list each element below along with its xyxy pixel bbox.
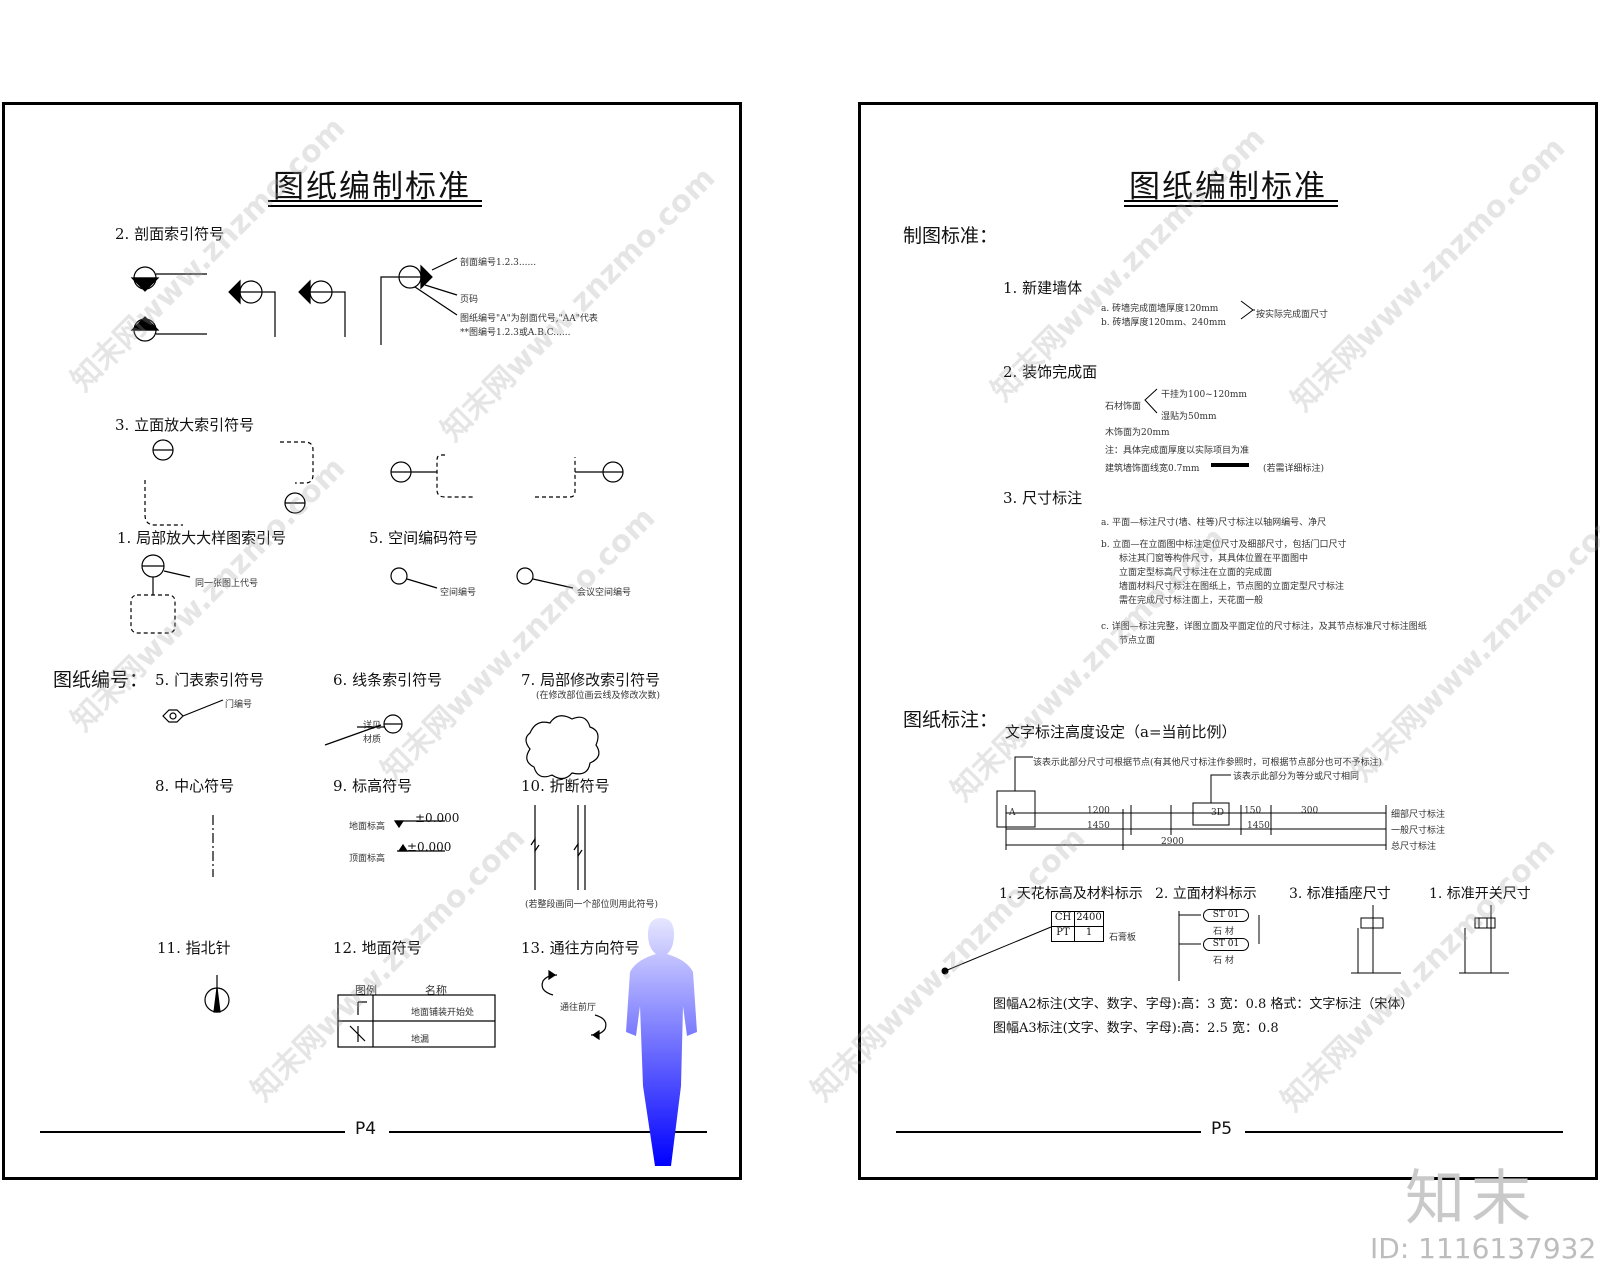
page-number: P5 bbox=[1211, 1119, 1233, 1139]
heading-revision-index: 7. 局部修改索引符号 bbox=[521, 671, 661, 689]
note-same-drawing: 同一张图上代号 bbox=[195, 579, 259, 589]
note-dim-b2: 标注其门窗等构件尺寸，其具体位置在平面图中 bbox=[1119, 554, 1309, 564]
symbols-drawing-left bbox=[130, 257, 697, 1166]
note-dim-c2: 节点立面 bbox=[1119, 636, 1156, 646]
note-wall-b: b. 砖墙厚度120mm、240mm bbox=[1101, 318, 1226, 328]
item-finish-surface: 2. 装饰完成面 bbox=[1003, 363, 1098, 381]
note-a3-size: 图幅A3标注(文字、数字、字母):高：2.5 宽：0.8 bbox=[993, 1021, 1279, 1036]
heading-door-index: 5. 门表索引符号 bbox=[155, 671, 265, 689]
heading-north-arrow: 11. 指北针 bbox=[157, 939, 231, 957]
footer-rule-right bbox=[1245, 1131, 1563, 1133]
elevation-tag-2: ST 01 bbox=[1203, 938, 1249, 951]
dim-note-top-1: 该表示此部分尺寸可根据节点(有其他尺寸标注作参照时，可根据节点部分也可不予标注) bbox=[1033, 758, 1383, 768]
symbol-heading-elevation: 2. 立面材料标示 bbox=[1155, 886, 1257, 902]
symbol-heading-socket: 3. 标准插座尺寸 bbox=[1289, 886, 1391, 902]
note-dim-b5: 需在完成尺寸标注面上，天花面一般 bbox=[1119, 596, 1264, 606]
note-drawing-no: 图纸编号"A"为剖面代号,"AA"代表 bbox=[460, 314, 598, 324]
note-wall-a: a. 砖墙完成面墙厚度120mm bbox=[1101, 304, 1219, 314]
heading-drawing-no: 图纸编号： bbox=[53, 669, 149, 691]
sheet-title: 图纸编制标准 bbox=[1129, 169, 1327, 205]
heading-detail-index: 1. 局部放大大样图索引号 bbox=[117, 529, 287, 547]
heading-drafting-standard: 制图标准： bbox=[903, 225, 999, 247]
elevation-tag-1: ST 01 bbox=[1203, 909, 1249, 922]
note-dim-c: c. 详图—标注完整，详图立面及平面定位的尺寸标注，及其节点标准尺寸标注图纸 bbox=[1101, 622, 1427, 632]
note-section-no: 剖面编号1.2.3...... bbox=[460, 258, 537, 268]
drawing-sheet-p4: 图纸编制标准 2. 剖面索引符号 剖面编号1.2.3...... 页码 图纸编号… bbox=[2, 102, 742, 1180]
note-finish-a1: 干挂为100~120mm bbox=[1161, 390, 1247, 400]
note-line-material: 材质 bbox=[363, 735, 382, 745]
note-space-no-2: 会议空间编号 bbox=[577, 588, 632, 598]
note-revision: (在修改部位画云线及修改次数) bbox=[536, 691, 661, 701]
symbols-drawing-right bbox=[941, 300, 1509, 981]
dim-value-5: 300 bbox=[1301, 806, 1319, 816]
sheet-title: 图纸编制标准 bbox=[273, 169, 471, 205]
note-finish-d: 建筑墙饰面线宽0.7mm bbox=[1105, 464, 1200, 474]
dim-note-total: 总尺寸标注 bbox=[1391, 842, 1437, 852]
item-new-wall: 1. 新建墙体 bbox=[1003, 279, 1083, 297]
drawing-sheet-p5: 图纸编制标准 制图标准： 1. 新建墙体 a. 砖墙完成面墙厚度120mm b.… bbox=[858, 102, 1598, 1180]
symbol-heading-ceiling: 1. 天花标高及材料标示 bbox=[999, 886, 1143, 902]
heading-space-code: 5. 空间编码符号 bbox=[369, 529, 479, 547]
dim-value-4: 150 bbox=[1244, 806, 1262, 816]
title-underline bbox=[268, 200, 482, 202]
heading-level-symbol: 9. 标高符号 bbox=[333, 777, 413, 795]
note-finish-c: 注：具体完成面厚度以实际项目为准 bbox=[1105, 446, 1250, 456]
heading-section-index: 2. 剖面索引符号 bbox=[115, 225, 225, 243]
note-break: (若整段画同一个部位则用此符号) bbox=[525, 900, 659, 910]
title-underline bbox=[1124, 200, 1338, 202]
title-underline-2 bbox=[268, 205, 482, 207]
note-drawing-no-2: **图编号1.2.3或A.B.C...... bbox=[460, 328, 571, 338]
dim-note-general: 一般尺寸标注 bbox=[1391, 826, 1446, 836]
ceiling-note: 石膏板 bbox=[1109, 933, 1137, 943]
note-ceiling-level: 顶面标高 bbox=[349, 854, 386, 864]
floor-table-row-2: 地漏 bbox=[411, 1035, 430, 1045]
note-dim-b: b. 立面—在立面图中标注定位尺寸及细部尺寸，包括门口尺寸 bbox=[1101, 540, 1347, 550]
footer-rule-right bbox=[389, 1131, 707, 1133]
note-dim-b4: 墙面材料尺寸标注在图纸上，节点图的立面定型尺寸标注 bbox=[1119, 582, 1345, 592]
dim-value-6: 1450 bbox=[1247, 821, 1270, 831]
footer-rule-left bbox=[896, 1131, 1201, 1133]
note-door-no: 门编号 bbox=[225, 700, 253, 710]
note-finish-a2: 湿贴为50mm bbox=[1161, 412, 1217, 422]
note-finish-d2: (若需详细标注) bbox=[1263, 464, 1325, 474]
heading-direction-symbol: 13. 通往方向符号 bbox=[521, 939, 640, 957]
heading-line-index: 6. 线条索引符号 bbox=[333, 671, 443, 689]
heading-elevation-index: 3. 立面放大索引符号 bbox=[115, 416, 255, 434]
note-finish-b: 木饰面为20mm bbox=[1105, 428, 1170, 438]
footer-rule-left bbox=[40, 1131, 345, 1133]
symbol-heading-switch: 1. 标准开关尺寸 bbox=[1429, 886, 1531, 902]
item-dimension: 3. 尺寸标注 bbox=[1003, 489, 1083, 507]
elevation-tag-2-material: 石 材 bbox=[1213, 956, 1234, 966]
heading-drawing-label: 图纸标注： bbox=[903, 709, 999, 731]
note-dim-a: a. 平面—标注尺寸(墙、柱等)尺寸标注以轴网编号、净尺 bbox=[1101, 518, 1327, 528]
title-underline-2 bbox=[1124, 205, 1338, 207]
floor-table-header-2: 名称 bbox=[425, 984, 447, 997]
floor-table-row-1: 地面铺装开始处 bbox=[411, 1008, 475, 1018]
note-wall-right: 按实际完成面尺寸 bbox=[1256, 310, 1329, 320]
dim-value-3: 2900 bbox=[1161, 837, 1184, 847]
note-space-no: 空间编号 bbox=[440, 588, 477, 598]
heading-break-symbol: 10. 折断符号 bbox=[521, 777, 610, 795]
note-finish-a: 石材饰面 bbox=[1105, 402, 1142, 412]
dim-value-1: 1200 bbox=[1087, 806, 1110, 816]
page-number: P4 bbox=[355, 1119, 377, 1139]
floor-table-header-1: 图例 bbox=[355, 984, 377, 997]
dim-value-2: 1450 bbox=[1087, 821, 1110, 831]
brand-logo: 知末 bbox=[1405, 1164, 1537, 1234]
note-direction: 通往前厅 bbox=[560, 1003, 597, 1013]
note-line-detail: 详见 bbox=[363, 721, 382, 731]
elevation-tag-1-material: 石 材 bbox=[1213, 927, 1234, 937]
note-dim-b3: 立面定型标高尺寸标注在立面的完成面 bbox=[1119, 568, 1273, 578]
note-a2-size: 图幅A2标注(文字、数字、字母):高：3 宽：0.8 格式：文字标注（宋体） bbox=[993, 997, 1414, 1012]
text-height-setting: 文字标注高度设定（a=当前比例） bbox=[1005, 723, 1237, 741]
dim-note-detail: 细部尺寸标注 bbox=[1391, 810, 1446, 820]
note-floor-level: 地面标高 bbox=[349, 822, 386, 832]
heading-floor-symbol: 12. 地面符号 bbox=[333, 939, 422, 957]
heading-center-symbol: 8. 中心符号 bbox=[155, 777, 235, 795]
note-page-no: 页码 bbox=[460, 295, 479, 305]
dim-note-top-2: 该表示此部分为等分或尺寸相同 bbox=[1233, 772, 1360, 782]
brand-id: ID: 1116137932 bbox=[1370, 1232, 1597, 1265]
ceiling-tag-pt-value: 1 bbox=[1074, 926, 1104, 942]
